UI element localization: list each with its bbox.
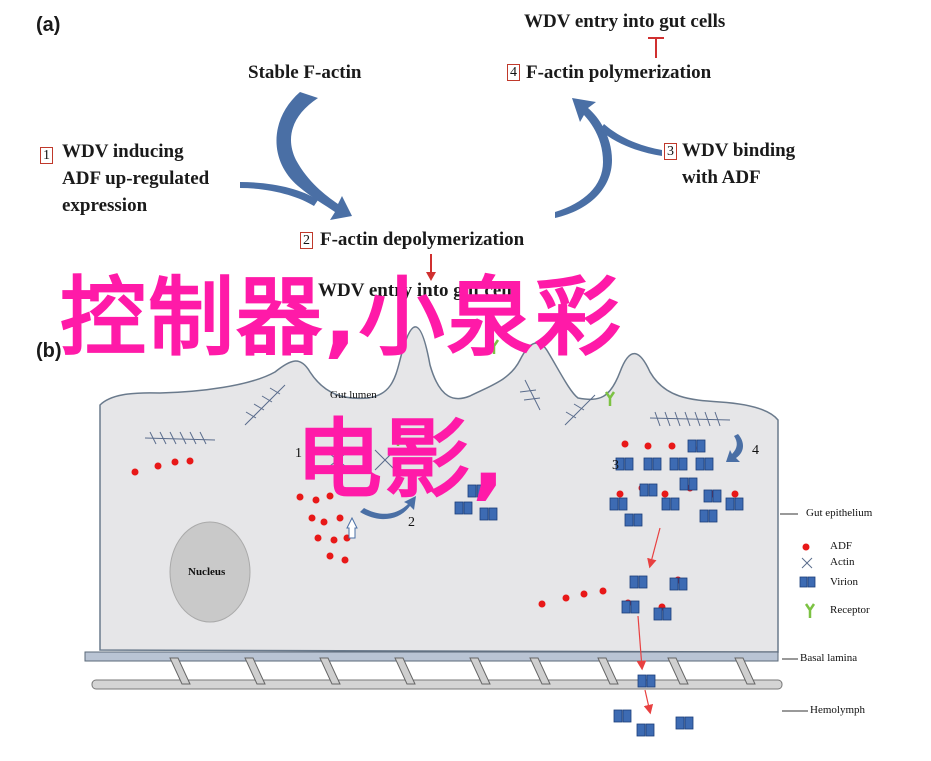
step-1-number: 1	[40, 147, 53, 164]
gut-epithelium-cell	[99, 326, 779, 653]
wdv-entry-bottom-label: WDV entry into gut cells	[318, 280, 520, 301]
step-2-marker: 2	[408, 515, 415, 530]
basal-lamina-label: Basal lamina	[800, 652, 858, 664]
recycling-arrow-icons	[360, 434, 744, 520]
legend-actin-label: Actin	[830, 556, 855, 568]
red-transport-arrows	[636, 527, 661, 715]
nucleus	[169, 521, 251, 623]
step-3-number: 3	[664, 143, 677, 160]
step-4-number: 4	[507, 64, 520, 81]
step-3-marker: 3	[612, 458, 619, 473]
basal-lamina	[84, 651, 779, 662]
gut-lumen-label: Gut lumen	[330, 389, 377, 401]
step-1-line-2: ADF up-regulated	[62, 168, 210, 189]
red-down-arrow-icon	[426, 254, 436, 281]
receptor-icons	[392, 339, 816, 618]
basal-pillars	[169, 657, 756, 685]
wdv-entry-top-label: WDV entry into gut cells	[524, 11, 726, 32]
label-leader-lines	[780, 513, 808, 712]
left-cycle-arrow-icon	[240, 92, 352, 220]
step-2-number: 2	[300, 232, 313, 249]
step-1-line-3: expression	[62, 195, 148, 216]
actin-filaments	[144, 379, 731, 471]
legend-receptor-label: Receptor	[830, 604, 870, 616]
step-3-line-1: WDV binding	[682, 140, 796, 161]
nucleus-label: Nucleus	[188, 566, 226, 578]
legend-virion-label: Virion	[830, 576, 859, 588]
step-1-line-1: WDV inducing	[62, 141, 184, 162]
right-cycle-arrow-icon	[555, 98, 662, 218]
gut-epithelium-label: Gut epithelium	[806, 507, 873, 519]
panel-a-label: (a)	[36, 14, 61, 36]
overlay-text-line-1: 控制器,小泉彩	[60, 268, 623, 368]
step-3-line-2: with ADF	[682, 167, 761, 188]
upward-hollow-arrow-icon	[346, 516, 358, 539]
panel-b-label: (b)	[36, 340, 62, 362]
virion-icons	[454, 439, 816, 737]
stable-f-actin-label: Stable F-actin	[248, 62, 362, 83]
step-1-marker: 1	[295, 446, 302, 461]
step-2-label: F-actin depolymerization	[320, 229, 525, 250]
legend-adf-label: ADF	[830, 540, 853, 552]
hemolymph-label: Hemolymph	[810, 704, 865, 716]
overlay-text-line-2: 电影,	[296, 410, 507, 510]
inhibition-icon	[648, 37, 664, 58]
step-4-marker: 4	[752, 443, 759, 458]
legend-markers	[801, 543, 813, 569]
step-4-label: F-actin polymerization	[526, 62, 712, 83]
